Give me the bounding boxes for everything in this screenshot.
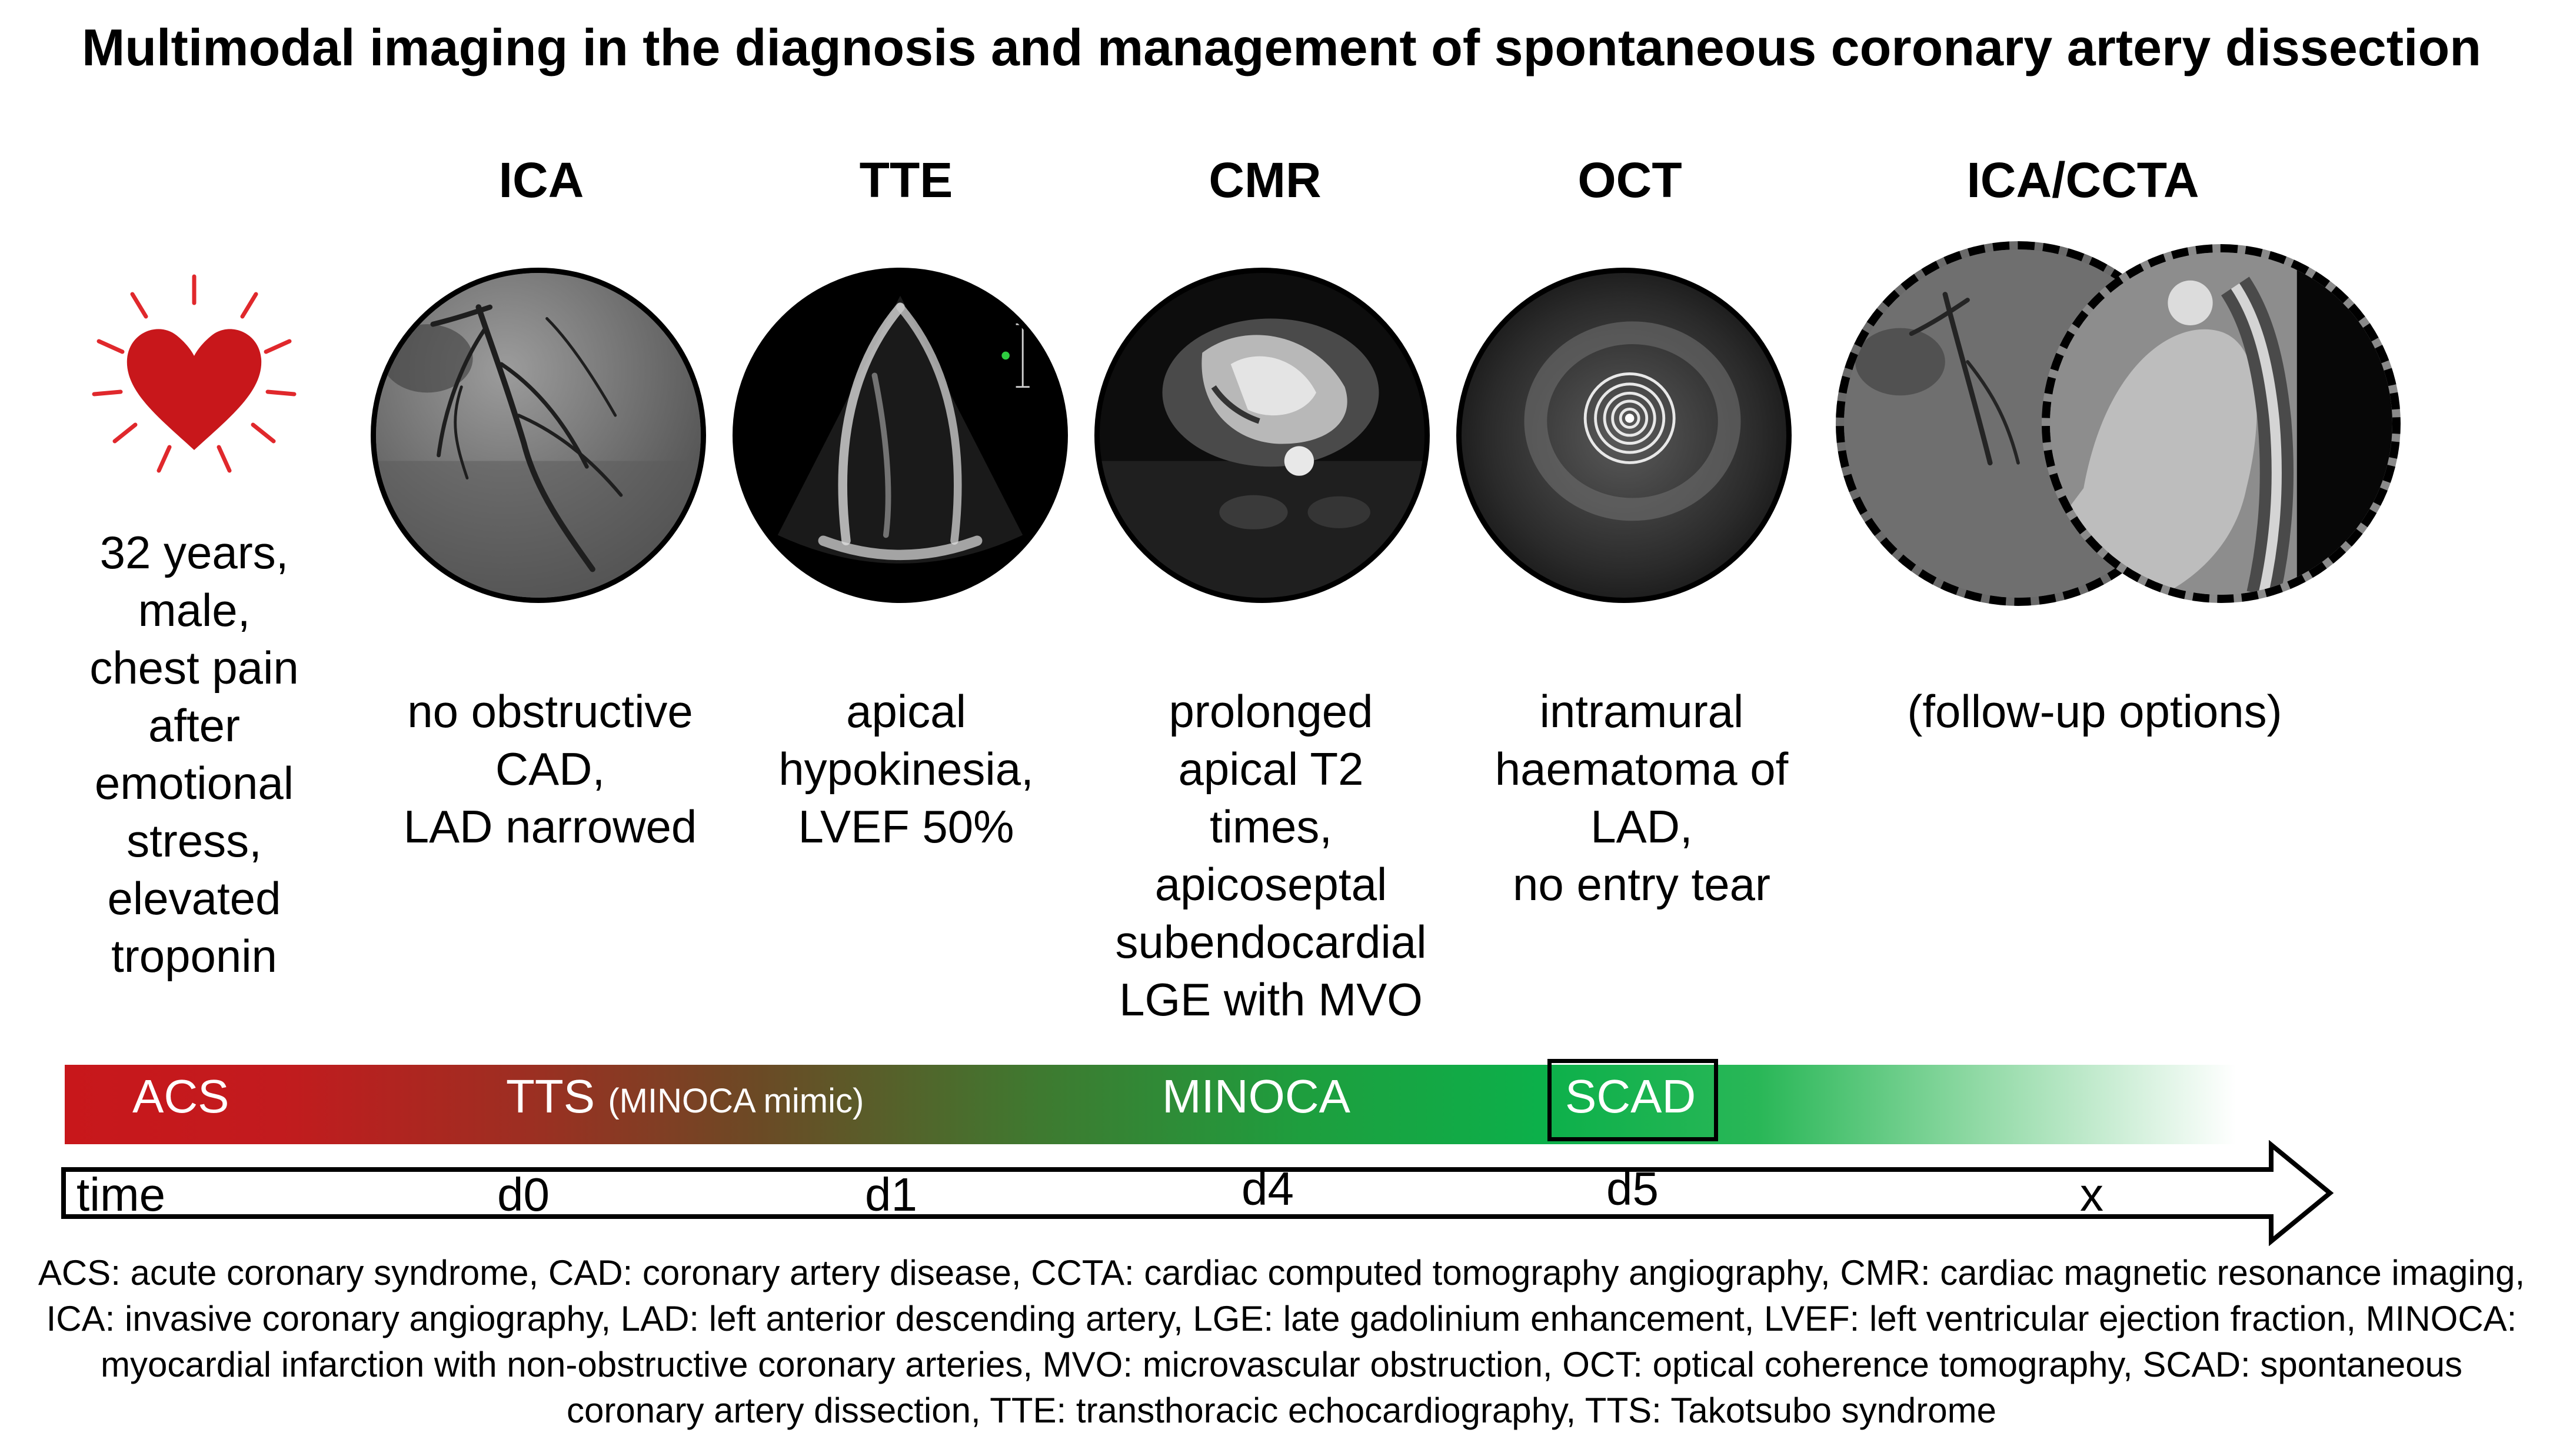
heading-ica-ccta: ICA/CCTA — [1966, 152, 2199, 208]
figure-title: Multimodal imaging in the diagnosis and … — [82, 18, 2481, 76]
timeline-tick-d4: d4 — [1241, 1162, 1294, 1215]
timeline-label: time — [76, 1168, 166, 1221]
heart-icon — [88, 271, 300, 482]
heading-tte: TTE — [859, 152, 953, 208]
band-label-minoca: MINOCA — [1162, 1070, 1350, 1122]
timeline-tick-d5: d5 — [1606, 1162, 1659, 1215]
timeline-tick-x: x — [2080, 1168, 2103, 1221]
description-cmr: prolonged apical T2 times, apicoseptal s… — [1115, 685, 1427, 1025]
timeline-tick-d1: d1 — [865, 1168, 917, 1221]
band-label-scad: SCAD — [1565, 1070, 1696, 1122]
cmr-image — [1094, 268, 1430, 603]
timeline-arrow — [59, 1140, 2342, 1247]
ica-angiogram-image — [371, 268, 706, 603]
description-oct: intramural haematoma of LAD, no entry te… — [1494, 685, 1789, 910]
band-label-tts: TTS (MINOCA mimic) — [506, 1069, 864, 1124]
description-tte: apical hypokinesia, LVEF 50% — [778, 685, 1034, 852]
diagnosis-gradient-band — [65, 1065, 2236, 1144]
heading-oct: OCT — [1577, 152, 1682, 208]
heading-ica: ICA — [498, 152, 584, 208]
band-label-tts-note: (MINOCA mimic) — [608, 1082, 864, 1120]
followup-ccta-image — [2042, 244, 2401, 603]
heading-cmr: CMR — [1209, 152, 1322, 208]
band-label-tts-text: TTS — [506, 1070, 595, 1122]
abbreviations-footnote: ACS: acute coronary syndrome, CAD: coron… — [38, 1253, 2525, 1430]
patient-description: 32 years, male, chest pain after emotion… — [89, 527, 299, 982]
description-followup: (follow-up options) — [1907, 685, 2282, 737]
description-ica: no obstructive CAD, LAD narrowed — [403, 685, 697, 852]
oct-image — [1456, 268, 1792, 603]
band-label-acs: ACS — [132, 1070, 229, 1122]
timeline-tick-d0: d0 — [497, 1168, 550, 1221]
scad-highlight-box — [1547, 1059, 1718, 1141]
tte-echo-image — [733, 268, 1068, 603]
